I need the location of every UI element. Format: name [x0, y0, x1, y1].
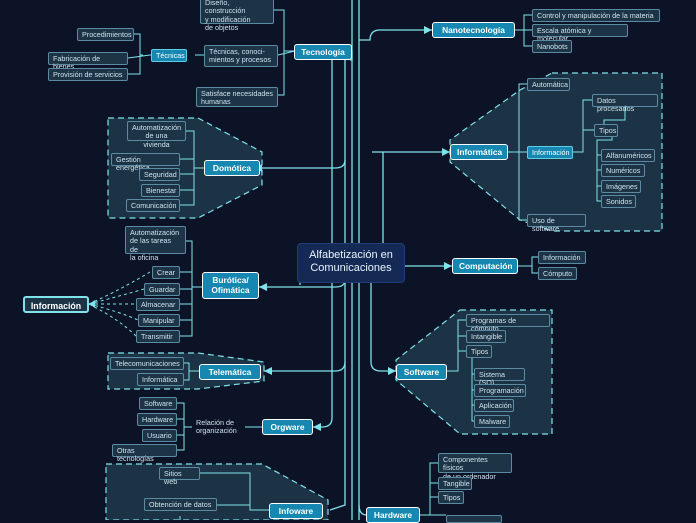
hardware-item-tipos[interactable]: Tipos: [438, 491, 464, 504]
central-topic[interactable]: Alfabetización en Comunicaciones: [297, 243, 405, 283]
topic-domotica[interactable]: Domótica: [204, 160, 260, 176]
informatica-item-tipos[interactable]: Tipos: [594, 124, 618, 137]
tecnologia-item-diseno[interactable]: Diseño, construcción y modificación de o…: [200, 0, 274, 31]
burotica-item-transmitir[interactable]: Transmitir: [136, 330, 180, 343]
software-item-tipos[interactable]: Tipos: [466, 345, 492, 358]
software-tipo-aplicacion[interactable]: Aplicación: [474, 399, 514, 412]
orgware-relation-label: Relación de organización: [196, 418, 237, 436]
domotica-item-comunicacion[interactable]: Comunicación: [126, 199, 180, 212]
domotica-item-gestion[interactable]: Gestión energética: [111, 153, 180, 172]
nanotecnologia-item-escala[interactable]: Escala atómica y molecular: [532, 24, 628, 43]
topic-tecnologia[interactable]: Tecnología: [294, 44, 352, 60]
tecnologia-item-tecnicas-conocimientos[interactable]: Técnicas, conoci- mientos y procesos: [204, 45, 278, 67]
domotica-item-automatizacion[interactable]: Automatización de una vivienda: [127, 121, 186, 148]
floating-topic-informacion[interactable]: Información: [23, 296, 89, 313]
orgware-item-otras-tecnologias[interactable]: Otras tecnologías: [112, 444, 177, 463]
tecnicas-item-procedimientos[interactable]: Procedimientos: [77, 28, 134, 41]
domotica-item-seguridad[interactable]: Seguridad: [139, 168, 180, 181]
software-tipo-malware[interactable]: Malware: [474, 415, 510, 428]
tecnicas-item-fabricacion[interactable]: Fabricación de bienes: [48, 52, 128, 71]
computacion-item-computo[interactable]: Cómputo: [538, 267, 577, 280]
telematica-item-telecomunicaciones[interactable]: Telecomunicaciones: [110, 357, 184, 370]
software-item-programas[interactable]: Programas de cómputo: [466, 314, 550, 333]
informatica-item-datos-procesados[interactable]: Datos procesados: [592, 94, 658, 113]
burotica-item-manipular[interactable]: Manipular: [138, 314, 180, 327]
informatica-item-uso-software[interactable]: Uso de software: [527, 214, 586, 233]
topic-orgware[interactable]: Orgware: [262, 419, 313, 435]
topic-software[interactable]: Software: [396, 364, 447, 380]
orgware-item-software[interactable]: Software: [139, 397, 177, 410]
telematica-item-informatica[interactable]: Informática: [137, 373, 184, 386]
topic-hardware[interactable]: Hardware: [366, 507, 420, 523]
informatica-item-automatica[interactable]: Automática: [527, 78, 570, 91]
topic-informatica[interactable]: Informática: [450, 144, 508, 160]
tipos-item-imagenes[interactable]: Imágenes: [601, 180, 641, 193]
topic-infoware[interactable]: Infoware: [269, 503, 323, 519]
nanotecnologia-item-control[interactable]: Control y manipulación de la materia: [532, 9, 660, 22]
software-tipo-sistema[interactable]: Sistema (SO): [474, 368, 525, 387]
hardware-item-tangible[interactable]: Tangible: [438, 477, 472, 490]
computacion-item-informacion[interactable]: Información: [538, 251, 586, 264]
burotica-item-automatizacion[interactable]: Automatización de las tareas de la ofici…: [125, 226, 186, 261]
burotica-item-almacenar[interactable]: Almacenar: [136, 298, 180, 311]
burotica-item-guardar[interactable]: Guardar: [144, 283, 180, 296]
hardware-tipos-child-cutoff[interactable]: [446, 515, 502, 523]
tipos-item-sonidos[interactable]: Sonidos: [601, 195, 636, 208]
burotica-item-crear[interactable]: Crear: [152, 266, 180, 279]
tipos-item-numericos[interactable]: Numéricos: [601, 164, 645, 177]
infoware-item-obtencion-datos[interactable]: Obtención de datos: [144, 498, 217, 511]
domotica-item-bienestar[interactable]: Bienestar: [141, 184, 180, 197]
informatica-subtopic-informacion[interactable]: Información: [527, 146, 573, 159]
topic-computacion[interactable]: Computación: [452, 258, 518, 274]
nanotecnologia-item-nanobots[interactable]: Nanobots: [532, 40, 572, 53]
subtopic-tecnicas[interactable]: Técnicas: [151, 49, 187, 62]
orgware-item-hardware[interactable]: Hardware: [137, 413, 177, 426]
topic-telematica[interactable]: Telemática: [199, 364, 261, 380]
topic-nanotecnologia[interactable]: Nanotecnología: [432, 22, 515, 38]
software-tipo-programacion[interactable]: Programación: [474, 384, 526, 397]
tecnologia-item-necesidades[interactable]: Satisface necesidades humanas: [196, 87, 278, 107]
topic-burotica[interactable]: Burótica/ Ofimática: [202, 272, 259, 299]
hardware-item-componentes[interactable]: Componentes físicos de un ordenador: [438, 453, 512, 480]
software-item-intangible[interactable]: Intangible: [466, 330, 506, 343]
tecnicas-item-provision[interactable]: Provisión de servicios: [48, 68, 128, 81]
orgware-item-usuario[interactable]: Usuario: [142, 429, 177, 442]
tipos-item-alfanumericos[interactable]: Alfanuméricos: [601, 149, 655, 162]
infoware-item-sitios-web[interactable]: Sitios web: [159, 467, 200, 486]
